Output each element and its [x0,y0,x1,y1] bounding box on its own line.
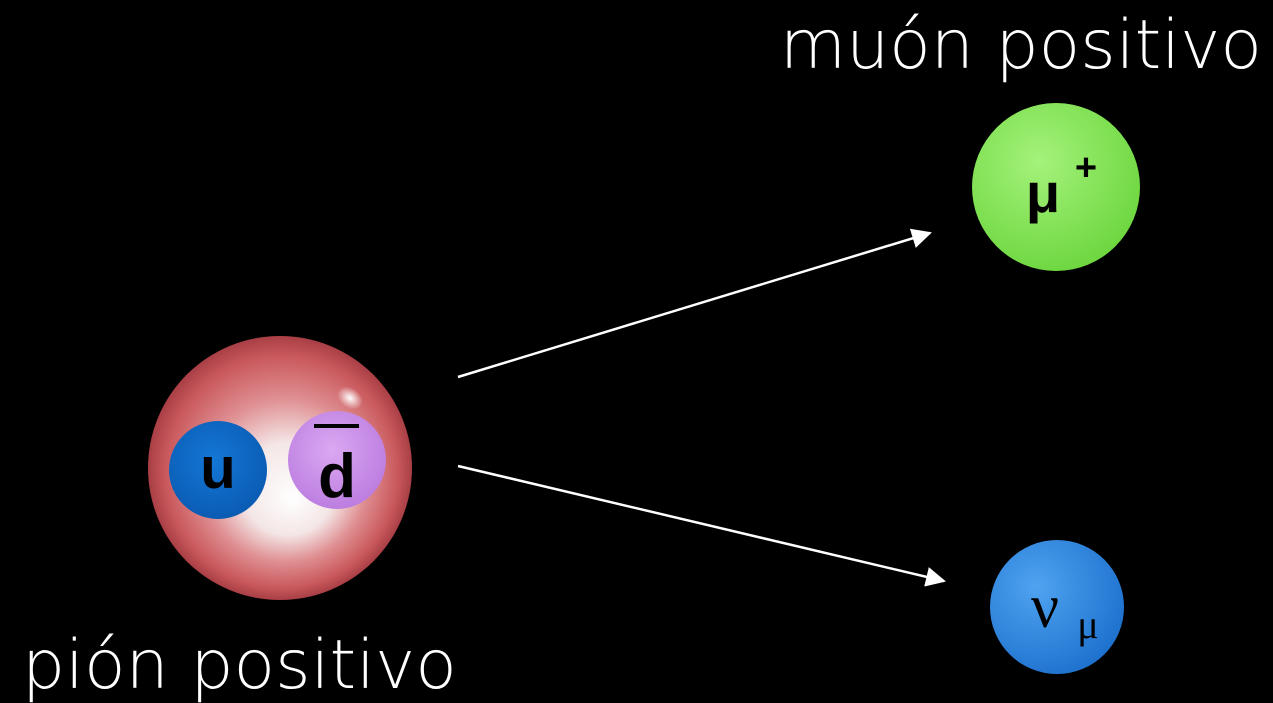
muon-caption: muón positivo [780,6,1262,85]
muon-symbol: μ [1026,161,1060,224]
arrow-to-neutrino [458,466,944,581]
pion-caption: pión positivo [22,626,457,703]
anti-down-quark-label: d [318,442,356,511]
muon-particle: μ + [972,103,1140,271]
arrow-to-muon [458,233,930,377]
muon-neutrino-particle: ν μ [990,540,1124,674]
neutrino-subscript: μ [1077,602,1098,647]
up-quark-label: u [200,436,235,501]
muon-charge: + [1075,147,1097,189]
neutrino-symbol: ν [1031,573,1059,641]
up-quark: u [169,421,267,519]
